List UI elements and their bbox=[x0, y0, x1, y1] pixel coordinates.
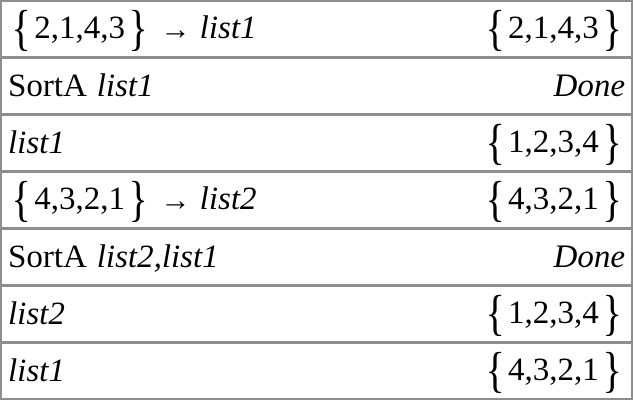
variable-text: list1 bbox=[8, 124, 65, 161]
history-row[interactable]: list1 {4,3,2,1} bbox=[2, 344, 631, 398]
brace-glyph: { bbox=[485, 285, 505, 341]
brace-glyph: } bbox=[602, 171, 622, 227]
input-expression[interactable]: {4,3,2,1} →list2 bbox=[8, 174, 257, 224]
brace-glyph: } bbox=[602, 342, 622, 398]
value-text: 2,1,4,3 bbox=[34, 10, 126, 47]
value-text: 2,1,4,3 bbox=[507, 10, 599, 47]
input-expression[interactable]: list2 bbox=[8, 295, 65, 332]
input-expression[interactable]: list1 bbox=[8, 124, 65, 161]
store-arrow-icon: → bbox=[160, 11, 191, 46]
variable-text: Done bbox=[553, 238, 625, 275]
history-row[interactable]: list1 {1,2,3,4} bbox=[2, 116, 631, 173]
variable-text: Done bbox=[553, 67, 625, 104]
variable-text: list1 bbox=[8, 352, 65, 389]
history-row[interactable]: {2,1,4,3} →list1 {2,1,4,3} bbox=[2, 2, 631, 59]
value-text: 1,2,3,4 bbox=[507, 295, 599, 332]
history-row[interactable]: list2 {1,2,3,4} bbox=[2, 287, 631, 344]
command-text: SortA bbox=[8, 67, 87, 104]
value-text: 4,3,2,1 bbox=[507, 352, 599, 389]
brace-glyph: { bbox=[485, 171, 505, 227]
output-result[interactable]: {1,2,3,4} bbox=[482, 117, 625, 167]
value-text: 4,3,2,1 bbox=[34, 181, 126, 218]
brace-glyph: } bbox=[602, 0, 622, 56]
brace-glyph: } bbox=[128, 171, 148, 227]
brace-glyph: } bbox=[602, 285, 622, 341]
output-result[interactable]: {2,1,4,3} bbox=[482, 3, 625, 53]
command-text: SortA bbox=[8, 238, 87, 275]
brace-glyph: } bbox=[602, 114, 622, 170]
input-expression[interactable]: {2,1,4,3} →list1 bbox=[8, 3, 257, 53]
variable-text: list1 bbox=[96, 67, 154, 104]
variable-text: list2 bbox=[199, 181, 257, 218]
variable-text: list1 bbox=[199, 10, 257, 47]
output-result[interactable]: {1,2,3,4} bbox=[482, 288, 625, 338]
brace-glyph: { bbox=[11, 171, 31, 227]
value-text: 1,2,3,4 bbox=[507, 124, 599, 161]
brace-glyph: { bbox=[11, 0, 31, 56]
input-expression[interactable]: list1 bbox=[8, 352, 65, 389]
brace-glyph: { bbox=[485, 0, 505, 56]
output-result[interactable]: Done bbox=[553, 238, 625, 275]
brace-glyph: } bbox=[128, 0, 148, 56]
variable-text: list2 bbox=[8, 295, 65, 332]
store-arrow-icon: → bbox=[160, 182, 191, 217]
brace-glyph: { bbox=[485, 342, 505, 398]
output-result[interactable]: {4,3,2,1} bbox=[482, 174, 625, 224]
output-result[interactable]: {4,3,2,1} bbox=[482, 345, 625, 395]
history-row[interactable]: {4,3,2,1} →list2 {4,3,2,1} bbox=[2, 173, 631, 230]
brace-glyph: { bbox=[485, 114, 505, 170]
output-result[interactable]: Done bbox=[553, 67, 625, 104]
value-text: 4,3,2,1 bbox=[507, 181, 599, 218]
variable-text: list2,list1 bbox=[96, 238, 219, 275]
